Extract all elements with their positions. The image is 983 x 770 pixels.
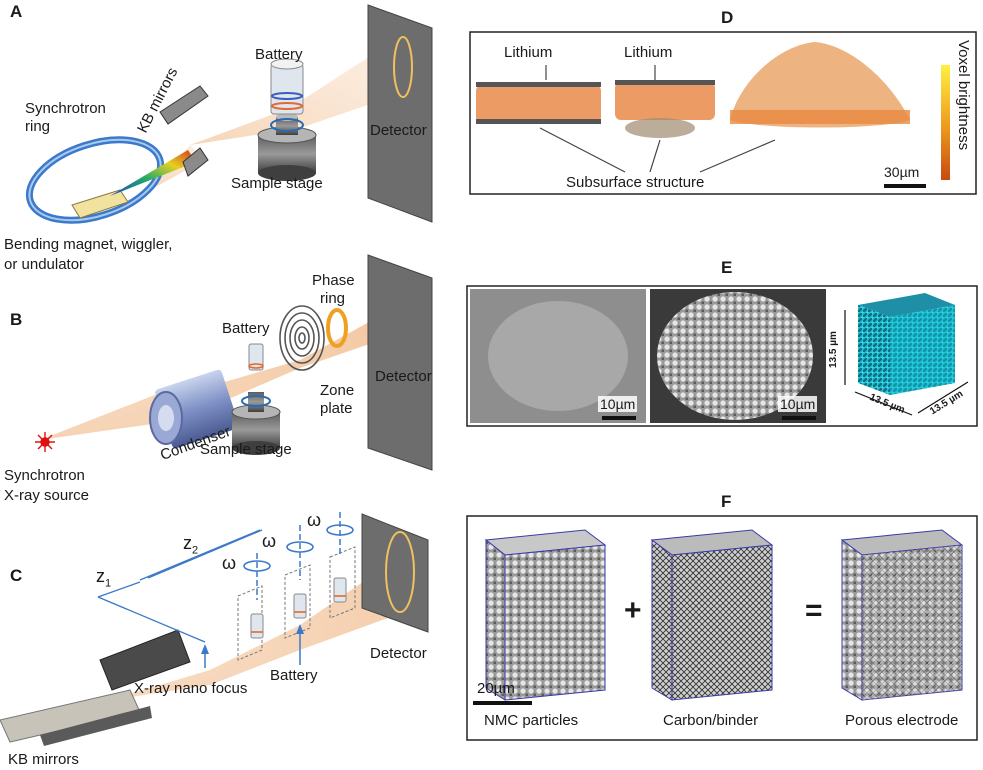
plus-sign: +	[624, 594, 642, 627]
label-source-line1: Synchrotron	[4, 467, 85, 484]
structure-2	[615, 82, 715, 120]
label-porous-electrode: Porous electrode	[845, 712, 959, 729]
scale-label-d: 30µm	[882, 164, 922, 180]
label-source-line2: X-ray source	[4, 487, 90, 504]
label-omega-1: ω	[222, 553, 237, 573]
nmc-block	[484, 529, 607, 701]
zone-plate	[279, 305, 325, 371]
beam-b	[40, 305, 410, 440]
cube-3d	[858, 293, 955, 395]
detector-b	[367, 254, 433, 471]
carbon-block	[650, 529, 774, 701]
structure-3	[730, 42, 910, 128]
detector-a	[367, 4, 433, 223]
label-carbon-binder: Carbon/binder	[663, 712, 759, 729]
label-lithium-2: Lithium	[624, 44, 673, 61]
label-sample-stage-a: Sample stage	[231, 175, 323, 192]
panel-letter-d: D	[721, 8, 734, 27]
label-synchrotron: Synchrotron	[25, 100, 106, 117]
structure-1	[476, 85, 601, 123]
label-xray-nano-focus: X-ray nano focus	[134, 680, 248, 697]
panel-a-graphics	[25, 4, 433, 224]
label-z2: z2	[183, 533, 199, 557]
label-battery-b: Battery	[222, 320, 270, 337]
label-battery-c: Battery	[270, 667, 318, 684]
kb-mirror-1	[159, 85, 209, 125]
rainbow-beam	[110, 150, 196, 196]
label-battery-a: Battery	[255, 46, 303, 63]
label-omega-2: ω	[262, 531, 277, 551]
label-kb-mirrors-c: KB mirrors	[8, 751, 79, 768]
detector-c	[361, 513, 429, 633]
label-phase-ring: ring	[320, 290, 346, 307]
beam-a	[190, 40, 412, 145]
scale-label-e1: 10µm	[598, 396, 638, 412]
panel-c-graphics	[0, 512, 429, 746]
scale-label-e2: 10µm	[778, 396, 818, 412]
label-phase: Phase	[312, 272, 355, 289]
panel-letter-b: B	[10, 310, 23, 329]
label-ring: ring	[25, 118, 51, 135]
panel-d-graphics	[469, 31, 977, 195]
label-zone: Zone	[320, 382, 355, 399]
panel-f-graphics	[466, 515, 978, 741]
panel-b-graphics	[35, 254, 433, 471]
battery-b	[248, 343, 264, 371]
label-lithium-1: Lithium	[504, 44, 553, 61]
panel-letter-e: E	[721, 258, 733, 277]
kb-mirror-2	[182, 147, 209, 177]
panel-letter-a: A	[10, 2, 23, 21]
kb-mirror-c1	[99, 629, 191, 691]
label-detector-c: Detector	[370, 645, 427, 662]
scale-label-f: 20µm	[477, 680, 515, 697]
battery-a	[270, 63, 304, 115]
batteries-c	[250, 577, 347, 639]
panel-letter-c: C	[10, 566, 23, 585]
label-z1: z1	[96, 566, 112, 590]
label-zone-plate: plate	[320, 400, 353, 417]
label-subsurface: Subsurface structure	[566, 174, 705, 191]
label-nmc-particles: NMC particles	[484, 712, 579, 729]
porous-block	[840, 529, 964, 701]
label-detector-b: Detector	[375, 368, 432, 385]
equals-sign: =	[805, 594, 823, 627]
label-colorbar: Voxel brightness	[955, 40, 972, 151]
xray-source-icon	[35, 432, 55, 452]
dim-label-1: 13.5 µm	[828, 331, 839, 368]
colorbar	[941, 65, 950, 180]
panel-e-graphics	[466, 285, 978, 427]
label-sample-stage-b: Sample stage	[200, 441, 292, 458]
phase-ring	[326, 308, 348, 348]
panel-letter-f: F	[721, 492, 732, 511]
label-detector-a: Detector	[370, 122, 427, 139]
label-magnet-line2: or undulator	[4, 256, 85, 273]
label-omega-3: ω	[307, 510, 322, 530]
label-magnet-line1: Bending magnet, wiggler,	[4, 236, 173, 253]
